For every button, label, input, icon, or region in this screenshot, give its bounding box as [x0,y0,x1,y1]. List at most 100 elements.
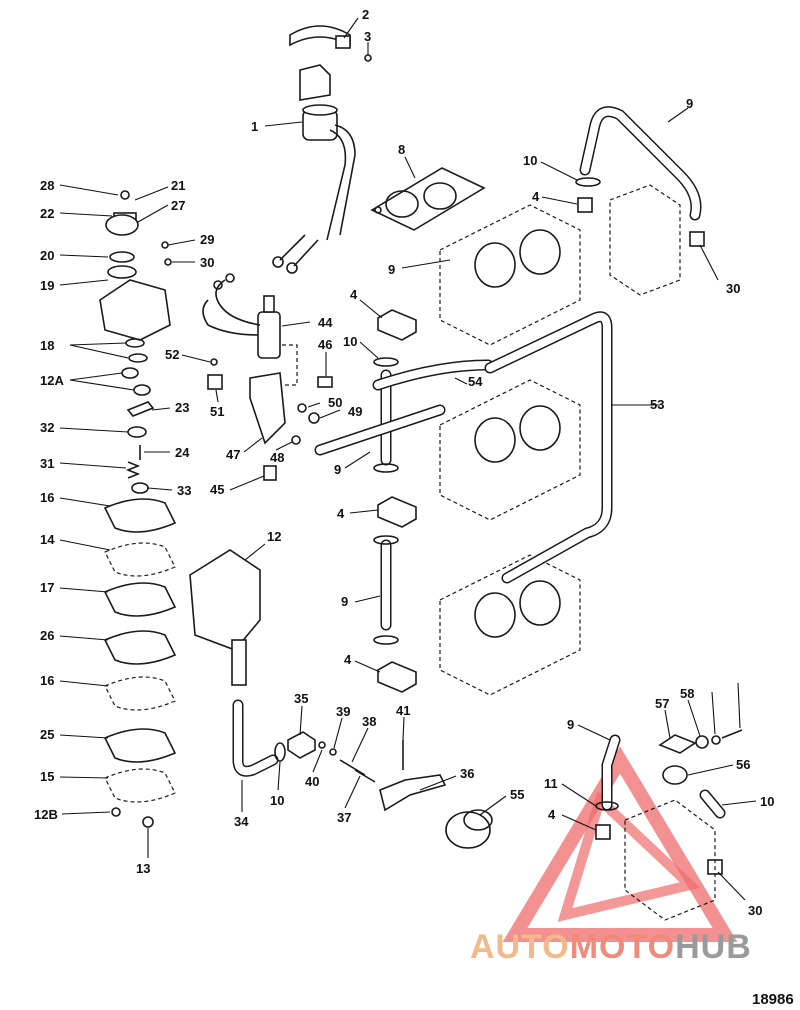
callout-10-right: 11 [544,776,558,791]
fuel-pump-11 [189,549,261,651]
callout-47: 49 [348,404,362,419]
fitting-4-right [595,824,611,840]
filter-53-cap [463,809,493,831]
seal-18-part [107,265,137,279]
fitting-4-top [577,197,593,213]
nut-57 [711,735,721,745]
callout-33: 33 [177,483,191,498]
sensor-42-wires [202,279,261,336]
sensor-terminal-b [225,273,235,283]
watermark-hub: HUB [675,928,752,966]
wire-leads [279,234,319,267]
fitting-43 [263,465,277,481]
cap-33 [131,482,149,494]
washer-17-a [125,338,145,348]
clip-49 [207,374,223,390]
carburetor-middle-outline [439,379,581,521]
fitting-4-upper [377,309,417,341]
leader-38 [351,727,369,763]
watermark-wordmark: AUTOMOTOHUB [470,928,752,966]
leader-48 [307,402,321,408]
part-art [99,25,743,921]
leader-43 [229,475,265,491]
plate-24 [103,728,177,763]
solenoid-top [302,104,338,116]
spring-31 [125,461,141,479]
fitting-4-mid [377,496,417,528]
callout-54: 56 [736,757,750,772]
watermark-arrow-icon [557,790,701,922]
wire-terminal-b [286,262,298,274]
leader-1 [264,121,303,127]
callout-9-lower-right: 10 [760,794,774,809]
leader-26 [137,204,169,223]
diaphragm-15 [104,676,176,711]
gasket-16-a [103,498,177,533]
gasket-bolt-hole [374,206,382,214]
carb-bot-bore-a [474,592,516,638]
leader-12-a [69,372,123,381]
watermark [502,746,738,942]
leader-4-upper [359,299,383,319]
callout-12a: 12B [34,807,58,822]
leader-22 [151,407,171,411]
carb-mid-bore-a [474,417,516,463]
callout-50: 52 [165,347,179,362]
leader-13 [59,539,111,551]
screw-47 [308,412,320,424]
filter-53 [445,811,491,849]
callout-31: 31 [40,456,54,471]
check-valve-12-a [121,367,139,379]
ball-40 [318,741,326,749]
callout-1: 1 [251,119,258,134]
clip-10-b [373,463,399,473]
callout-17: 18 [40,338,54,353]
watermark-auto: AUTO [470,928,570,966]
leader-30-right [717,871,746,901]
leader-8 [401,259,451,269]
pump-cover-18 [99,279,171,341]
callout-21: 22 [40,206,54,221]
leader-39 [333,717,343,749]
callout-51: 53 [650,397,664,412]
watermark-text: AUTOMOTOHUB [470,928,752,966]
leader-53 [479,795,507,816]
callout-labels: 2 3 1 8 9 9 10 4 30 4 10 54 53 9 4 9 4 1… [34,7,774,918]
screw-3-part [364,54,372,62]
solenoid-wires [326,124,356,241]
rear-pump-outline [609,184,681,296]
leader-36 [419,775,457,791]
callout-27: 28 [40,178,54,193]
gasket-hole-a [385,190,419,218]
callout-9-right: 9 [567,717,574,732]
leader-9-top [667,107,689,123]
hose-9-lower-right-inner [701,791,724,817]
leader-42 [281,321,311,327]
callout-53: 55 [510,787,524,802]
leader-14 [59,776,109,779]
leader-21 [59,212,113,217]
leader-47 [319,409,341,419]
carburetor-top-outline [439,204,581,346]
leader-10-top [540,161,578,181]
leader-12-b [69,379,135,391]
leader-12a [61,811,111,815]
callout-8: 9 [388,262,395,277]
callout-34: 34 [234,814,249,829]
leader-45 [243,437,263,453]
leader-4-mid [349,509,379,514]
retainer-22 [126,401,155,417]
leader-2 [343,17,359,39]
callout-4-right: 4 [548,807,556,822]
cap-26 [105,214,139,236]
callout-30-top: 30 [726,281,740,296]
leader-17-b [69,344,129,359]
leader-33 [147,487,173,491]
carb-mid-bore-b [519,405,561,451]
callout-4-mid: 4 [337,506,345,521]
filter-54 [662,765,688,785]
leader-27 [59,184,119,196]
callout-9-top: 9 [686,96,693,111]
leader-40 [312,749,323,773]
clip-10-d [373,635,399,645]
